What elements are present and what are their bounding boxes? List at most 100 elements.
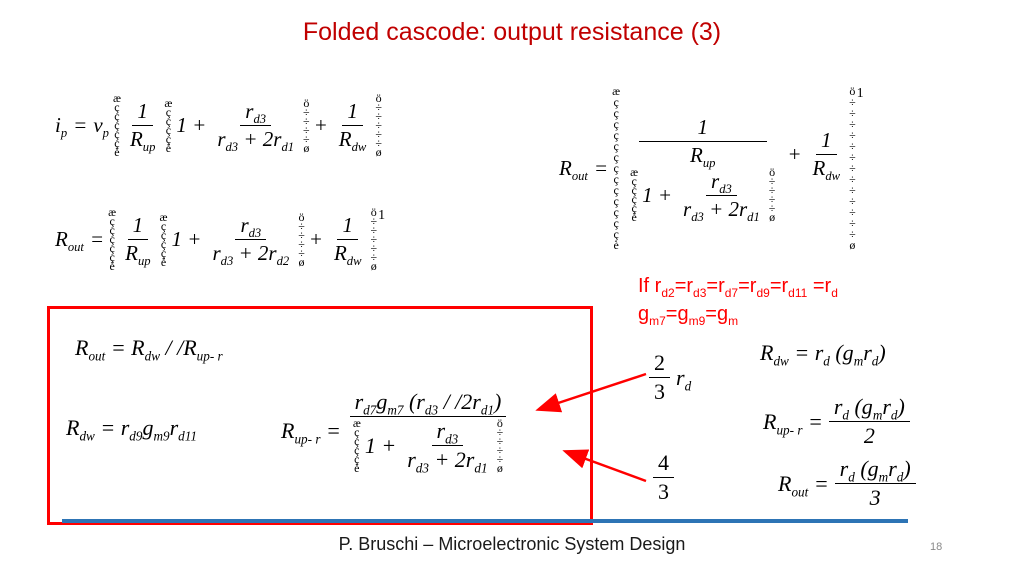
fraction-denominator: Rdw [333, 241, 362, 269]
paren-right-artifact-icon: ö ÷ ÷ ÷ ÷ ÷ ø [375, 91, 382, 159]
fraction-numerator: rd3 [240, 99, 272, 126]
eq3-den-rup: Rup [690, 143, 716, 171]
fraction-denominator: Rdw [812, 156, 841, 184]
box-den-bracket-row: æ ç ç ç ç è 1 + rd3 rd3 + 2rd1 ö ÷ ÷ ÷ ÷… [352, 415, 504, 476]
result-rup-fraction: rd (gmrd) 2 [828, 394, 910, 449]
eq1-equals: = [73, 113, 88, 137]
fraction-denominator: 2 [863, 423, 875, 448]
footer-rule [62, 519, 908, 523]
eq2-frac-rd3: rd3 rd3 + 2rd2 [207, 213, 294, 269]
eq1-coeff: vp [93, 113, 109, 141]
paren-right-artifact-icon: ö ÷ ÷ ÷ ÷ ø [496, 415, 504, 475]
box-frac-rd3: rd3 rd3 + 2rd1 [402, 418, 492, 476]
eq3-big-fraction: 1 Rup æ ç ç ç ç è 1 + rd3 rd3 + 2rd1 ö ÷… [624, 115, 781, 224]
result-rup-lhs: Rup- r = [763, 408, 823, 437]
result-rup: Rup- r = rd (gmrd) 2 [760, 394, 913, 449]
eq3-exponent: 1 [856, 86, 864, 101]
paren-left-artifact-icon: æ ç ç ç ç è [164, 95, 173, 155]
eq2-frac-rup: 1 Rup [120, 213, 155, 269]
eq3-one-plus: 1 + [642, 182, 673, 207]
paren-left-artifact-icon: æ ç ç ç ç è [352, 415, 361, 475]
fraction-numerator: rd (gmrd) [828, 394, 910, 422]
page-number: 18 [930, 541, 943, 553]
result-two-thirds-rd: 2 3 rd [646, 350, 694, 405]
result-four-thirds: 4 3 [650, 450, 677, 505]
paren-right-artifact-icon: ö ÷ ÷ ÷ ÷ ÷ ø [370, 205, 378, 273]
box-eq-rup: Rup- r = rd7gm7 (rd3 / /2rd1) æ ç ç ç ç … [278, 389, 512, 476]
paren-right-artifact-icon: ö ÷ ÷ ÷ ÷ ø [303, 95, 310, 155]
footer-text: P. Bruschi – Microelectronic System Desi… [338, 534, 686, 554]
fraction-denominator: rd3 + 2rd1 [407, 447, 488, 476]
eq1-one-plus: 1 + [176, 113, 207, 137]
result-rdw: Rdw = rd (gmrd) [760, 340, 886, 369]
eq1-plus: + [313, 113, 328, 137]
result-rout-fraction: rd (gmrd) 3 [834, 456, 916, 511]
eq2-one-plus: 1 + [171, 227, 202, 251]
eq2-plus: + [308, 227, 323, 251]
eq1-lhs: ip [55, 113, 68, 141]
fraction-denominator: æ ç ç ç ç è 1 + rd3 rd3 + 2rd1 ö ÷ ÷ ÷ ÷… [347, 415, 509, 476]
fraction-numerator: rd3 [706, 169, 737, 196]
box-eq-rup-lhs: Rup- r = [281, 418, 341, 447]
eq2-exponent: 1 [378, 208, 386, 223]
fraction-denominator: Rdw [338, 127, 367, 155]
eq3-den-bracket-row: æ ç ç ç ç è 1 + rd3 rd3 + 2rd1 ö ÷ ÷ ÷ ÷… [629, 165, 776, 224]
condition-line-2: gm7=gm9=gm [638, 303, 739, 328]
eq2-lhs: Rout [55, 227, 84, 255]
eq3-denominator-stack: Rup æ ç ç ç ç è 1 + rd3 rd3 + 2rd1 ö ÷ ÷… [629, 143, 776, 224]
paren-right-artifact-icon: ö ÷ ÷ ÷ ÷ ø [298, 209, 305, 269]
paren-left-artifact-icon: æ ç ç ç ç ç è [112, 91, 121, 159]
slide-title: Folded cascode: output resistance (3) [302, 18, 722, 46]
fraction-numerator: 1 [816, 128, 837, 155]
condition-line-1: If rd2=rd3=rd7=rd9=rd11 =rd [638, 275, 838, 300]
fraction-numerator: 1 [342, 99, 363, 126]
fraction-numerator: rd3 [431, 418, 464, 446]
paren-left-artifact-icon: æ ç ç ç ç è [630, 165, 639, 224]
highlight-box: Rout = Rdw / /Rup- r Rdw = rd9gm9rd11 Ru… [47, 306, 593, 525]
equation-rout-right: Rout = æ ç ç ç ç ç ç ç ç ç ç ç ç ç è 1 R… [556, 84, 867, 252]
fraction-denominator: 3 [654, 379, 665, 404]
eq1-frac-rdw: 1 Rdw [334, 99, 372, 155]
fraction-numerator: rd7gm7 (rd3 / /2rd1) [349, 389, 507, 417]
fraction-numerator: 1 [337, 213, 358, 240]
fraction-numerator: 4 [653, 450, 674, 478]
eq2-equals: = [89, 227, 105, 251]
eq3-lhs: Rout [559, 156, 588, 184]
eq1-frac-rd3: rd3 rd3 + 2rd1 [212, 99, 299, 155]
box-eq-rup-fraction: rd7gm7 (rd3 / /2rd1) æ ç ç ç ç è 1 + rd3… [347, 389, 509, 476]
fraction-denominator: Rup [125, 241, 151, 269]
box-eq-rout: Rout = Rdw / /Rup- r [75, 335, 223, 364]
fraction-numerator: rd3 [235, 213, 267, 240]
fraction-denominator: rd3 + 2rd1 [217, 127, 295, 155]
fraction-denominator: 3 [658, 479, 669, 504]
fraction-numerator: 2 [649, 350, 670, 378]
paren-right-artifact-icon: ö ÷ ÷ ÷ ÷ ø [768, 165, 776, 224]
fraction-denominator: Rup æ ç ç ç ç è 1 + rd3 rd3 + 2rd1 ö ÷ ÷… [624, 142, 781, 224]
fraction-numerator: rd (gmrd) [834, 456, 916, 484]
fraction-denominator: 3 [869, 485, 881, 510]
paren-left-artifact-icon: æ ç ç ç ç ç è [108, 205, 117, 273]
two-thirds-fraction: 2 3 [649, 350, 670, 405]
fraction-numerator: 1 [638, 115, 767, 142]
box-eq-rdw: Rdw = rd9gm9rd11 [66, 415, 197, 444]
fraction-denominator: rd3 + 2rd1 [683, 196, 760, 224]
paren-left-artifact-icon: æ ç ç ç ç è [159, 209, 168, 269]
result-rout: Rout = rd (gmrd) 3 [775, 456, 919, 511]
four-thirds-fraction: 4 3 [653, 450, 674, 505]
eq1-frac-rup: 1 Rup [125, 99, 160, 155]
eq2-frac-rdw: 1 Rdw [329, 213, 367, 269]
paren-left-artifact-icon: æ ç ç ç ç ç ç ç ç ç ç ç ç ç è [612, 84, 621, 252]
paren-right-artifact-icon: ö ÷ ÷ ÷ ÷ ÷ ÷ ÷ ÷ ÷ ÷ ÷ ÷ ÷ ø [849, 84, 856, 252]
box-one-plus: 1 + [364, 432, 397, 458]
eq3-frac-rdw: 1 Rdw [808, 128, 846, 184]
equation-ip: ip = vp æ ç ç ç ç ç è 1 Rup æ ç ç ç ç è … [52, 91, 383, 159]
fraction-numerator: 1 [127, 213, 149, 240]
fraction-denominator: Rup [129, 127, 156, 155]
equation-rout-left: Rout = æ ç ç ç ç ç è 1 Rup æ ç ç ç ç è 1… [52, 205, 388, 273]
two-thirds-variable: rd [676, 364, 692, 393]
condition-text: If rd2=rd3=rd7=rd9=rd11 =rd gm7=gm9=gm [638, 272, 838, 328]
fraction-denominator: rd3 + 2rd2 [212, 241, 290, 269]
fraction-numerator: 1 [132, 99, 153, 126]
eq3-frac-rd3: rd3 rd3 + 2rd1 [678, 169, 765, 224]
